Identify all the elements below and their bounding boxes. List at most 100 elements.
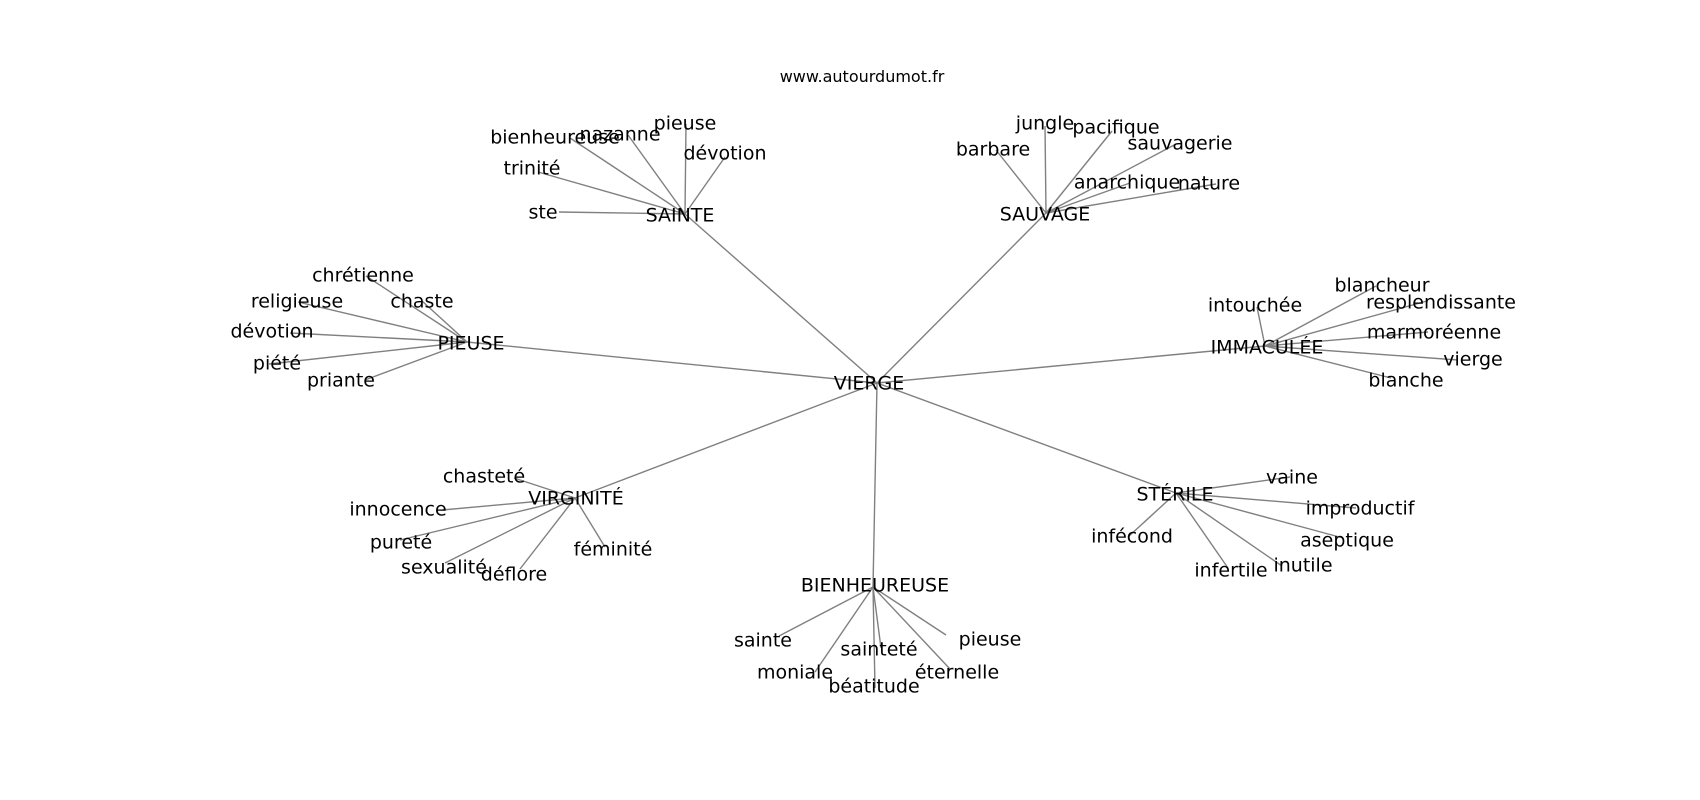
hub-to-leaf-edge [513, 477, 576, 499]
hub-to-leaf-edge [1175, 492, 1344, 539]
hub-to-leaf-edge [814, 586, 874, 673]
hub-to-leaf-edge [1045, 143, 1177, 214]
hub-to-leaf-edge [1175, 492, 1229, 569]
center-to-hub-edge [684, 213, 878, 384]
hub-to-leaf-edge [1264, 285, 1377, 347]
leaf-node-label: chasteté [443, 466, 525, 488]
center-node-label: VIERGE [834, 373, 905, 395]
hub-to-leaf-edge [399, 497, 576, 541]
hub-to-leaf-edge [1045, 182, 1131, 214]
hub-to-leaf-edge [444, 497, 576, 564]
leaf-node-label: piété [253, 353, 301, 375]
leaf-node-label: pieuse [959, 629, 1022, 651]
hub-to-leaf-edge [872, 586, 951, 670]
leaf-node-label: moniale [757, 662, 833, 684]
center-to-hub-edge [466, 341, 878, 384]
leaf-node-label: innocence [349, 499, 446, 521]
hub-to-leaf-edge [1175, 492, 1357, 509]
leaf-node-label: féminité [574, 539, 653, 561]
hub-to-leaf-edge [364, 341, 468, 381]
hub-to-leaf-edge [268, 341, 468, 365]
leaf-node-label: nature [1178, 173, 1240, 195]
leaf-node-label: pieuse [654, 113, 717, 135]
center-to-hub-edge [876, 212, 1047, 384]
leaf-node-label: dévotion [683, 143, 766, 165]
hub-to-leaf-edge [558, 211, 686, 215]
hub-to-leaf-edge [297, 301, 468, 343]
hub-to-leaf-edge [574, 497, 606, 548]
leaf-node-label: pacifique [1072, 117, 1159, 139]
leaf-node-label: dévotion [230, 321, 313, 343]
edges-layer [268, 123, 1459, 689]
hub-node-label: BIENHEUREUSE [801, 575, 949, 597]
leaf-node-label: sainteté [840, 639, 917, 661]
source-watermark: www.autourdumot.fr [780, 67, 945, 86]
leaf-node-label: blanche [1368, 370, 1443, 392]
hub-to-leaf-edge [872, 586, 882, 649]
leaf-node-label: vaine [1266, 467, 1318, 489]
hub-to-leaf-edge [684, 156, 726, 215]
leaf-node-label: bienheureuse [490, 127, 620, 149]
leaf-node-label: infécond [1091, 526, 1173, 548]
leaf-node-label: marmoréenne [1367, 322, 1501, 344]
hub-to-leaf-edge [1045, 130, 1113, 214]
leaf-node-label: trinité [504, 158, 561, 180]
leaf-node-label: éternelle [915, 662, 999, 684]
leaf-node-label: béatitude [828, 676, 919, 698]
leaf-node-label: aseptique [1300, 530, 1394, 552]
leaf-node-label: inutile [1273, 555, 1332, 577]
hub-to-leaf-edge [1127, 492, 1177, 538]
hub-to-leaf-edge [1264, 331, 1429, 347]
hub-to-leaf-edge [1044, 125, 1047, 214]
hub-node-label: VIRGINITÉ [528, 487, 624, 510]
hub-node-label: IMMACULÉE [1211, 336, 1324, 359]
hub-to-leaf-edge [627, 134, 686, 215]
hub-to-leaf-edge [289, 332, 468, 343]
leaf-node-label: vierge [1443, 349, 1502, 371]
hub-to-leaf-edge [441, 497, 576, 511]
leaf-node-label: nazanne [579, 124, 660, 146]
hub-to-leaf-edge [995, 149, 1047, 214]
leaf-node-label: jungle [1015, 113, 1074, 135]
hub-node-label: STÉRILE [1136, 483, 1213, 506]
leaf-node-label: déflore [481, 564, 547, 586]
hub-to-leaf-edge [569, 137, 686, 215]
leaf-node-label: anarchique [1074, 172, 1180, 194]
hub-node-label: SAINTE [646, 205, 715, 227]
leaf-node-label: resplendissante [1366, 292, 1516, 314]
leaf-node-label: sexualité [401, 557, 487, 579]
leaf-node-label: ste [528, 202, 557, 224]
leaf-node-label: chrétienne [312, 265, 414, 287]
leaf-node-label: sauvagerie [1127, 133, 1232, 155]
leaf-node-label: pureté [370, 532, 432, 554]
hub-to-leaf-edge [1256, 306, 1266, 347]
hub-to-leaf-edge [421, 300, 468, 343]
leaf-node-label: infertile [1194, 560, 1267, 582]
center-to-hub-edge [876, 345, 1266, 384]
hub-node-label: SAUVAGE [1000, 204, 1091, 226]
hub-to-leaf-edge [519, 497, 576, 570]
leaf-node-label: chaste [390, 291, 453, 313]
hub-to-leaf-edge [1175, 492, 1283, 567]
center-to-hub-edge [574, 382, 878, 499]
leaf-node-label: improductif [1306, 498, 1416, 520]
labels-layer: VIERGESAINTEbienheureusenazannepieusedév… [230, 113, 1516, 698]
hub-to-leaf-edge [1264, 300, 1428, 347]
hub-to-leaf-edge [1175, 476, 1291, 494]
hub-to-leaf-edge [872, 586, 947, 636]
hub-to-leaf-edge [684, 123, 687, 215]
leaf-node-label: blancheur [1334, 275, 1429, 297]
hub-to-leaf-edge [1045, 183, 1217, 214]
leaf-node-label: sainte [734, 630, 792, 652]
leaf-node-label: intouchée [1208, 295, 1302, 317]
hub-to-leaf-edge [365, 275, 468, 343]
hub-to-leaf-edge [537, 171, 686, 215]
hub-to-leaf-edge [872, 586, 876, 689]
hub-to-leaf-edge [1264, 345, 1392, 379]
leaf-node-label: barbare [956, 139, 1030, 161]
hub-to-leaf-edge [1264, 345, 1459, 361]
center-to-hub-edge [876, 382, 1177, 494]
hub-node-label: PIEUSE [437, 333, 504, 355]
hub-to-leaf-edge [778, 586, 874, 637]
